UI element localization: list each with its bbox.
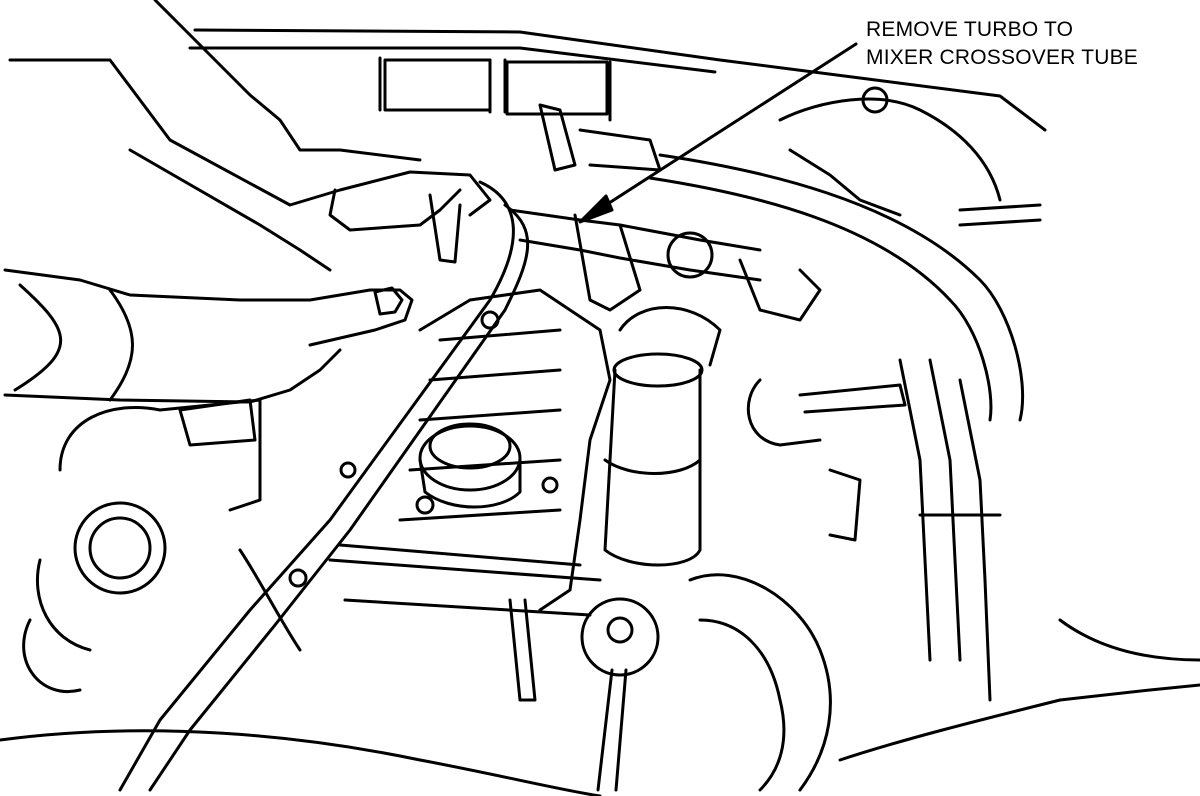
lower-hose (582, 575, 830, 790)
oil-filler-cap (420, 424, 520, 507)
upper-arm (10, 0, 490, 270)
turbocharger (24, 400, 260, 692)
bottom-frame (0, 620, 1200, 796)
brackets (240, 260, 1000, 700)
intake-tube (605, 308, 720, 566)
crossover-tube (510, 105, 760, 310)
callout-label: REMOVE TURBO TO MIXER CROSSOVER TUBE (866, 16, 1138, 72)
valve-cover (290, 290, 610, 615)
hood-edge (190, 30, 1045, 130)
diagonal-hose (120, 182, 528, 790)
callout-line-2: MIXER CROSSOVER TUBE (866, 46, 1138, 69)
right-hoses (650, 88, 1040, 700)
callout-leader-arrow (580, 44, 856, 222)
lower-arm (5, 270, 412, 402)
callout-line-1: REMOVE TURBO TO (866, 18, 1074, 41)
